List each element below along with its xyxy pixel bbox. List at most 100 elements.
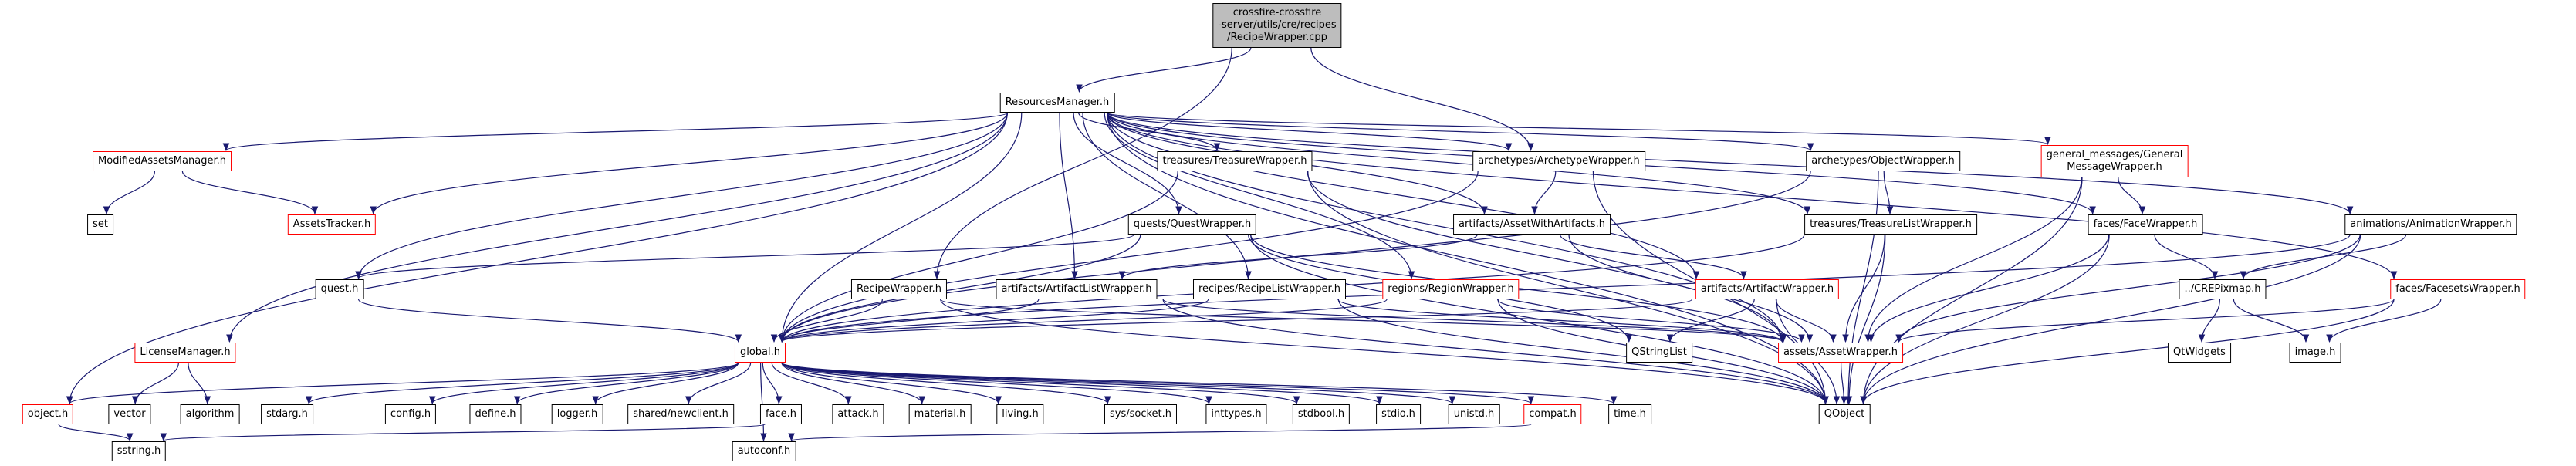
edge-license_manager-to-algorithm [188, 362, 211, 405]
graph-node-qobject[interactable]: QObject [1818, 404, 1871, 424]
edge-object_h-to-sstring [58, 424, 134, 442]
edge-resources-to-treasure_wrapper [1078, 112, 1221, 152]
edge-modified-to-assets_tracker [181, 171, 319, 215]
edge-recipe_list_wrapper-to-asset_wrapper [1337, 299, 1787, 343]
edge-license_manager-to-vector [131, 362, 179, 405]
graph-node-archetype_wrapper[interactable]: archetypes/ArchetypeWrapper.h [1472, 151, 1645, 171]
graph-node-region_wrapper[interactable]: regions/RegionWrapper.h [1382, 279, 1520, 299]
edge-global_h-to-time_h [781, 362, 1617, 405]
edge-global_h-to-stdbool [781, 362, 1300, 405]
graph-node-config_h[interactable]: config.h [384, 404, 437, 424]
graph-node-stdbool[interactable]: stdbool.h [1292, 404, 1351, 424]
graph-node-image_h[interactable]: image.h [2289, 343, 2341, 363]
edge-treasure_wrapper-to-asset_wrapper [1307, 171, 1786, 343]
edge-asset_with_artifacts-to-asset_wrapper [1568, 234, 1814, 343]
edge-facesets_wrapper-to-asset_wrapper [1895, 299, 2395, 343]
edge-recipe_wrapper_h-to-qobject [940, 299, 1829, 405]
graph-node-define_h[interactable]: define.h [469, 404, 522, 424]
graph-node-autoconf[interactable]: autoconf.h [732, 441, 796, 461]
graph-node-modified[interactable]: ModifiedAssetsManager.h [93, 151, 232, 171]
edge-modified-to-set [103, 171, 155, 215]
graph-node-vector[interactable]: vector [108, 404, 151, 424]
graph-node-quest_wrapper[interactable]: quests/QuestWrapper.h [1127, 214, 1257, 235]
edge-global_h-to-face_h [762, 362, 783, 405]
edge-archetype_wrapper-to-asset_with_artifacts [1531, 171, 1557, 215]
edge-resources-to-treasure_list_wrapper [1107, 112, 1811, 215]
edge-crepixmap-to-qtwidgets [2198, 299, 2220, 343]
graph-node-face_h[interactable]: face.h [759, 404, 803, 424]
graph-node-sstring[interactable]: sstring.h [111, 441, 167, 461]
edge-general_message_wrapper-to-qobject [1860, 177, 2083, 405]
edge-object_wrapper-to-qobject [1844, 171, 1879, 405]
edge-cpp-to-resources [1076, 47, 1252, 93]
edge-artifact_list_wrapper-to-global_h [779, 299, 1040, 343]
graph-node-qtwidgets[interactable]: QtWidgets [2168, 343, 2231, 363]
graph-node-set[interactable]: set [87, 214, 113, 235]
edge-treasure_wrapper-to-qobject [1307, 171, 1829, 405]
edge-resources-to-global_h [778, 112, 1023, 343]
graph-node-artifact_wrapper[interactable]: artifacts/ArtifactWrapper.h [1695, 279, 1840, 299]
graph-node-facesets_wrapper[interactable]: faces/FacesetsWrapper.h [2390, 279, 2526, 299]
edge-face_h-to-sstring [161, 424, 766, 442]
edge-artifact_wrapper-to-qstringlist [1666, 299, 1755, 343]
graph-node-animation_wrapper[interactable]: animations/AnimationWrapper.h [2344, 214, 2517, 235]
graph-node-sys_socket[interactable]: sys/socket.h [1104, 404, 1178, 424]
edge-animation_wrapper-to-asset_wrapper [1895, 234, 2361, 343]
edge-object_wrapper-to-treasure_list_wrapper [1883, 171, 1894, 215]
graph-node-logger_h[interactable]: logger.h [551, 404, 603, 424]
edge-quest_h-to-global_h [357, 299, 742, 343]
edge-region_wrapper-to-asset_wrapper [1497, 299, 1805, 343]
graph-node-recipe_list_wrapper[interactable]: recipes/RecipeListWrapper.h [1192, 279, 1347, 299]
edge-resources-to-object_wrapper [1107, 112, 1814, 152]
graph-node-quest_h[interactable]: quest.h [315, 279, 364, 299]
edge-global_h-to-autoconf [760, 362, 767, 442]
edge-treasure_wrapper-to-global_h [778, 171, 1178, 343]
graph-node-stdarg[interactable]: stdarg.h [261, 404, 313, 424]
graph-node-assets_tracker[interactable]: AssetsTracker.h [287, 214, 377, 235]
graph-node-material_h[interactable]: material.h [908, 404, 972, 424]
edge-treasure_list_wrapper-to-asset_wrapper [1842, 234, 1885, 343]
graph-node-asset_with_artifacts[interactable]: artifacts/AssetWithArtifacts.h [1453, 214, 1611, 235]
graph-node-license_manager[interactable]: LicenseManager.h [134, 343, 236, 363]
graph-node-living_h[interactable]: living.h [996, 404, 1044, 424]
graph-node-object_h[interactable]: object.h [22, 404, 74, 424]
graph-node-resources[interactable]: ResourcesManager.h [999, 93, 1115, 113]
graph-node-stdio[interactable]: stdio.h [1376, 404, 1421, 424]
graph-node-treasure_wrapper[interactable]: treasures/TreasureWrapper.h [1157, 151, 1313, 171]
edge-artifact_list_wrapper-to-qobject [1162, 299, 1829, 405]
edge-recipe_wrapper_h-to-global_h [770, 299, 883, 343]
graph-node-artifact_list_wrapper[interactable]: artifacts/ArtifactListWrapper.h [996, 279, 1158, 299]
graph-node-object_wrapper[interactable]: archetypes/ObjectWrapper.h [1806, 151, 1960, 171]
edge-facesets_wrapper-to-qobject [1860, 299, 2395, 405]
edge-quest_wrapper-to-quest_h [355, 234, 1134, 280]
edge-treasure_list_wrapper-to-qobject [1845, 234, 1886, 405]
graph-node-recipe_wrapper_h[interactable]: RecipeWrapper.h [850, 279, 948, 299]
graph-node-compat[interactable]: compat.h [1523, 404, 1582, 424]
edge-cpp-to-recipe_wrapper_h [933, 47, 1232, 280]
edge-group [58, 47, 2442, 442]
graph-node-algorithm[interactable]: algorithm [180, 404, 240, 424]
graph-node-general_message_wrapper[interactable]: general_messages/General MessageWrapper.… [2040, 145, 2189, 177]
edge-global_h-to-stdio [781, 362, 1383, 405]
edge-asset_with_artifacts-to-artifact_wrapper [1560, 234, 1747, 280]
graph-node-asset_wrapper[interactable]: assets/AssetWrapper.h [1778, 343, 1903, 363]
graph-node-unistd[interactable]: unistd.h [1448, 404, 1500, 424]
graph-node-crepixmap[interactable]: ../CREPixmap.h [2179, 279, 2267, 299]
graph-node-face_wrapper[interactable]: faces/FaceWrapper.h [2088, 214, 2203, 235]
edge-resources-to-general_message_wrapper [1107, 112, 2051, 146]
edge-global_h-to-material_h [781, 362, 925, 405]
edge-cpp-to-archetype_wrapper [1310, 47, 1534, 152]
edge-general_message_wrapper-to-face_wrapper [2118, 177, 2146, 215]
edge-global_h-to-logger_h [592, 362, 739, 405]
graph-node-attack_h[interactable]: attack.h [832, 404, 884, 424]
edge-asset_wrapper-to-qobject [1841, 362, 1847, 405]
graph-node-newclient[interactable]: shared/newclient.h [627, 404, 734, 424]
graph-node-time_h[interactable]: time.h [1608, 404, 1651, 424]
edge-face_wrapper-to-asset_wrapper [1868, 234, 2110, 343]
graph-node-inttypes[interactable]: inttypes.h [1205, 404, 1267, 424]
edge-global_h-to-stdarg [306, 362, 739, 405]
graph-node-treasure_list_wrapper[interactable]: treasures/TreasureListWrapper.h [1804, 214, 1977, 235]
graph-node-global_h[interactable]: global.h [734, 343, 786, 363]
graph-node-qstringlist[interactable]: QStringList [1626, 343, 1692, 363]
edge-animation_wrapper-to-global_h [779, 234, 2351, 343]
